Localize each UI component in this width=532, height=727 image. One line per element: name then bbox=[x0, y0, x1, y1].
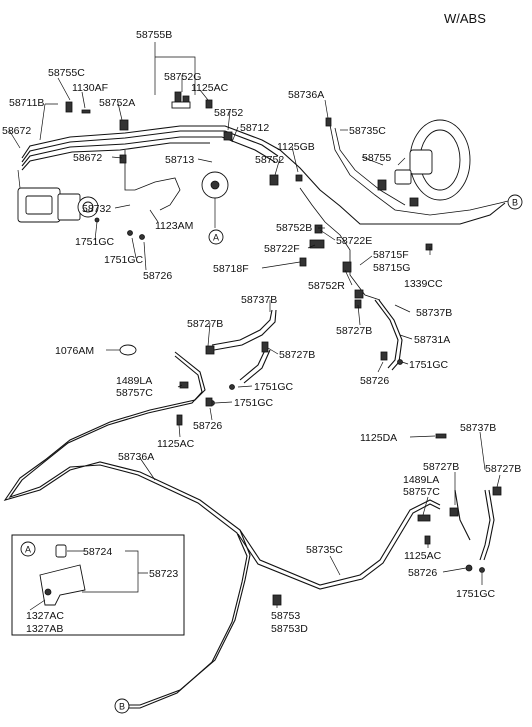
leader-lines bbox=[8, 42, 501, 611]
part-label: 58736A bbox=[118, 451, 154, 463]
part-label: 58723 bbox=[149, 568, 178, 580]
part-label: 1125AC bbox=[404, 550, 442, 562]
part-label: 58755B bbox=[136, 29, 172, 41]
part-label: 58752R bbox=[308, 280, 345, 292]
part-label: 58672 bbox=[2, 125, 31, 137]
part-label: 58715F bbox=[373, 249, 409, 261]
part-label: 1125AC bbox=[157, 438, 195, 450]
part-label: 58752G bbox=[164, 71, 201, 83]
part-label: 58718F bbox=[213, 263, 249, 275]
part-label: 58726 bbox=[360, 375, 389, 387]
part-label: 58752 bbox=[214, 107, 243, 119]
part-label: 58752A bbox=[99, 97, 135, 109]
part-label: 58757C bbox=[403, 486, 440, 498]
part-label: 1125AC bbox=[191, 82, 229, 94]
part-label: 58737B bbox=[416, 307, 452, 319]
part-label: 58727B bbox=[485, 463, 521, 475]
part-label: 58722F bbox=[264, 243, 300, 255]
part-label: 58727B bbox=[279, 349, 315, 361]
part-label: 58726 bbox=[408, 567, 437, 579]
part-label: 58727B bbox=[423, 461, 459, 473]
part-label: 1751GC bbox=[456, 588, 496, 600]
marker-b-rear: B bbox=[114, 698, 130, 714]
part-label: 58735C bbox=[306, 544, 343, 556]
part-label: 1327AC bbox=[26, 610, 64, 622]
marker-b-booster: B bbox=[507, 194, 523, 210]
part-label: 1339CC bbox=[404, 278, 443, 290]
part-label: 1751GC bbox=[75, 236, 115, 248]
marker-a-valve: A bbox=[208, 229, 224, 245]
part-label: 1751GC bbox=[409, 359, 449, 371]
part-label: 58737B bbox=[241, 294, 277, 306]
part-label: 58715G bbox=[373, 262, 410, 274]
brake-booster bbox=[394, 119, 471, 201]
bracket-inset bbox=[11, 534, 185, 636]
part-label: 58712 bbox=[240, 122, 269, 134]
clip-parts bbox=[65, 91, 502, 606]
part-label: 58757C bbox=[116, 387, 153, 399]
part-label: 58735C bbox=[349, 125, 386, 137]
proportioning-valve bbox=[201, 171, 229, 228]
part-label: 58737B bbox=[460, 422, 496, 434]
rear-hoses bbox=[211, 299, 495, 561]
part-label: 1751GC bbox=[254, 381, 294, 393]
part-label: 58755 bbox=[362, 152, 391, 164]
part-label: 58731A bbox=[414, 334, 450, 346]
part-label: 58753 bbox=[271, 610, 300, 622]
svg-text:A: A bbox=[213, 233, 219, 243]
part-labels: 58755B 58755C 58752G 1130AF 1125AC 58711… bbox=[2, 29, 521, 635]
part-label: 58726 bbox=[193, 420, 222, 432]
svg-text:A: A bbox=[25, 545, 31, 555]
part-label: 1125GB bbox=[277, 141, 315, 153]
part-label: 1751GC bbox=[234, 397, 274, 409]
part-label: 1125DA bbox=[360, 432, 397, 444]
part-label: 1751GC bbox=[104, 254, 144, 266]
part-label: 58753D bbox=[271, 623, 308, 635]
part-label: 58724 bbox=[83, 546, 112, 558]
part-label: 58713 bbox=[165, 154, 194, 166]
abs-modulator-unit bbox=[17, 169, 99, 223]
part-label: 58727B bbox=[187, 318, 223, 330]
rear-pipe-main bbox=[3, 351, 441, 709]
part-label: 58727B bbox=[336, 325, 372, 337]
part-label: 1489LA bbox=[403, 474, 439, 486]
part-label: 58752B bbox=[276, 222, 312, 234]
part-label: 58736A bbox=[288, 89, 324, 101]
part-label: 58711B bbox=[9, 97, 44, 109]
part-label: 58672 bbox=[73, 152, 102, 164]
front-pipe-bundle bbox=[21, 124, 509, 301]
part-label: 58732 bbox=[82, 203, 111, 215]
part-label: 1076AM bbox=[55, 345, 94, 357]
part-label: 1123AM bbox=[155, 220, 193, 232]
part-label: 58726 bbox=[143, 270, 172, 282]
part-label: 58722E bbox=[336, 235, 372, 247]
part-label: 1489LA bbox=[116, 375, 152, 387]
part-label: 58752 bbox=[255, 154, 284, 166]
svg-text:B: B bbox=[119, 702, 125, 712]
marker-a-inset: A bbox=[20, 541, 36, 557]
variant-label: W/ABS bbox=[444, 11, 486, 26]
part-label: 1327AB bbox=[26, 623, 63, 635]
part-label: 58755C bbox=[48, 67, 85, 79]
part-label: 1130AF bbox=[72, 82, 108, 94]
svg-text:B: B bbox=[512, 198, 518, 208]
